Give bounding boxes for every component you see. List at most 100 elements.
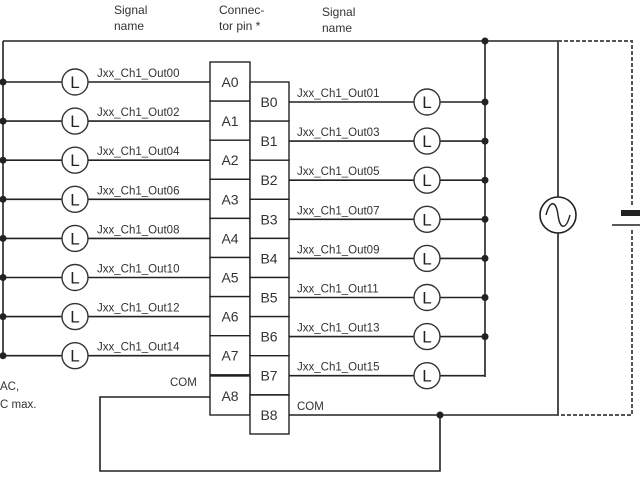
- lamp-icon: L: [61, 68, 89, 96]
- pin-label: B5: [260, 290, 277, 306]
- pin-label: A7: [221, 348, 238, 364]
- lamp-label: L: [422, 249, 431, 268]
- pin-label: A1: [221, 113, 238, 129]
- pin-label: A4: [221, 230, 238, 246]
- signal-name: Jxx_Ch1_Out00: [97, 68, 179, 80]
- signal-name: Jxx_Ch1_Out06: [97, 185, 179, 197]
- note-line-2: C max.: [0, 399, 36, 411]
- lamp-icon: L: [61, 263, 89, 292]
- lamp-label: L: [70, 347, 79, 366]
- pin-label: A0: [221, 74, 238, 90]
- lamp-icon: L: [61, 107, 89, 135]
- lamp-label: L: [422, 210, 431, 229]
- lamp-icon: L: [61, 224, 89, 253]
- lamp-label: L: [70, 269, 79, 288]
- com-right: B8 COM: [249, 394, 324, 435]
- header: Signal name Connec- tor pin * Signal nam…: [114, 3, 355, 35]
- pin-label: B3: [260, 211, 277, 227]
- header-right-signal-2: name: [322, 21, 352, 35]
- signal-name: Jxx_Ch1_Out05: [297, 166, 379, 178]
- ac-source-icon: [539, 196, 577, 234]
- header-left-signal-1: Signal: [114, 3, 147, 17]
- lamp-label: L: [422, 367, 431, 386]
- signal-name: Jxx_Ch1_Out15: [297, 362, 379, 374]
- lamp-label: L: [70, 112, 79, 131]
- lamp-label: L: [70, 151, 79, 170]
- pin-label: A2: [221, 152, 238, 168]
- note: AC, C max.: [0, 381, 36, 411]
- lamp-icon: L: [413, 322, 441, 351]
- signal-name: Jxx_Ch1_Out08: [97, 224, 179, 236]
- pin-label: B2: [260, 172, 277, 188]
- com-left: A8 COM: [170, 375, 251, 416]
- lamp-icon: L: [413, 283, 441, 312]
- lamp-icon: L: [413, 166, 441, 194]
- header-connector-pin-1: Connec-: [219, 3, 264, 17]
- signal-name: Jxx_Ch1_Out02: [97, 107, 179, 119]
- lamp-icon: L: [413, 362, 441, 390]
- lamp-icon: L: [61, 302, 89, 331]
- signal-name: Jxx_Ch1_Out12: [97, 303, 179, 315]
- lamp-label: L: [422, 171, 431, 190]
- pin-label: B7: [260, 368, 277, 384]
- signal-name: Jxx_Ch1_Out01: [297, 88, 379, 100]
- pin-label: B1: [260, 133, 277, 149]
- lamp-label: L: [70, 73, 79, 92]
- header-right-signal-1: Signal: [322, 5, 355, 19]
- lamp-label: L: [422, 132, 431, 151]
- pin-label: B0: [260, 94, 277, 110]
- lamp-label: L: [70, 229, 79, 248]
- lamp-label: L: [70, 308, 79, 327]
- pin-a8: A8: [221, 388, 238, 404]
- header-connector-pin-2: tor pin *: [219, 19, 261, 33]
- com-right-label: COM: [297, 401, 324, 413]
- lamp-icon: L: [413, 127, 441, 155]
- lamp-label: L: [422, 289, 431, 308]
- pin-label: B6: [260, 329, 277, 345]
- note-line-1: AC,: [0, 381, 19, 393]
- pin-label: B4: [260, 250, 277, 266]
- signal-name: Jxx_Ch1_Out04: [97, 146, 180, 158]
- signal-name: Jxx_Ch1_Out13: [297, 323, 379, 335]
- pin-label: A5: [221, 270, 238, 286]
- signal-name: Jxx_Ch1_Out14: [97, 342, 180, 354]
- signal-name: Jxx_Ch1_Out10: [97, 264, 179, 276]
- header-left-signal-2: name: [114, 19, 144, 33]
- lamp-icon: L: [61, 342, 89, 370]
- lamp-label: L: [70, 190, 79, 209]
- lamp-icon: L: [61, 185, 89, 214]
- signal-name: Jxx_Ch1_Out09: [297, 244, 379, 256]
- signal-name: Jxx_Ch1_Out11: [297, 284, 379, 296]
- pin-label: A3: [221, 191, 238, 207]
- battery-icon: [612, 210, 640, 226]
- lamp-label: L: [422, 328, 431, 347]
- lamp-icon: L: [413, 244, 441, 273]
- lamp-icon: L: [413, 88, 441, 116]
- lamp-icon: L: [413, 205, 441, 234]
- com-left-label: COM: [170, 377, 197, 389]
- signal-name: Jxx_Ch1_Out07: [297, 205, 379, 217]
- pin-label: A6: [221, 309, 238, 325]
- pin-b8: B8: [260, 407, 277, 423]
- signal-name: Jxx_Ch1_Out03: [297, 127, 379, 139]
- lamp-icon: L: [61, 146, 89, 174]
- lamp-label: L: [422, 93, 431, 112]
